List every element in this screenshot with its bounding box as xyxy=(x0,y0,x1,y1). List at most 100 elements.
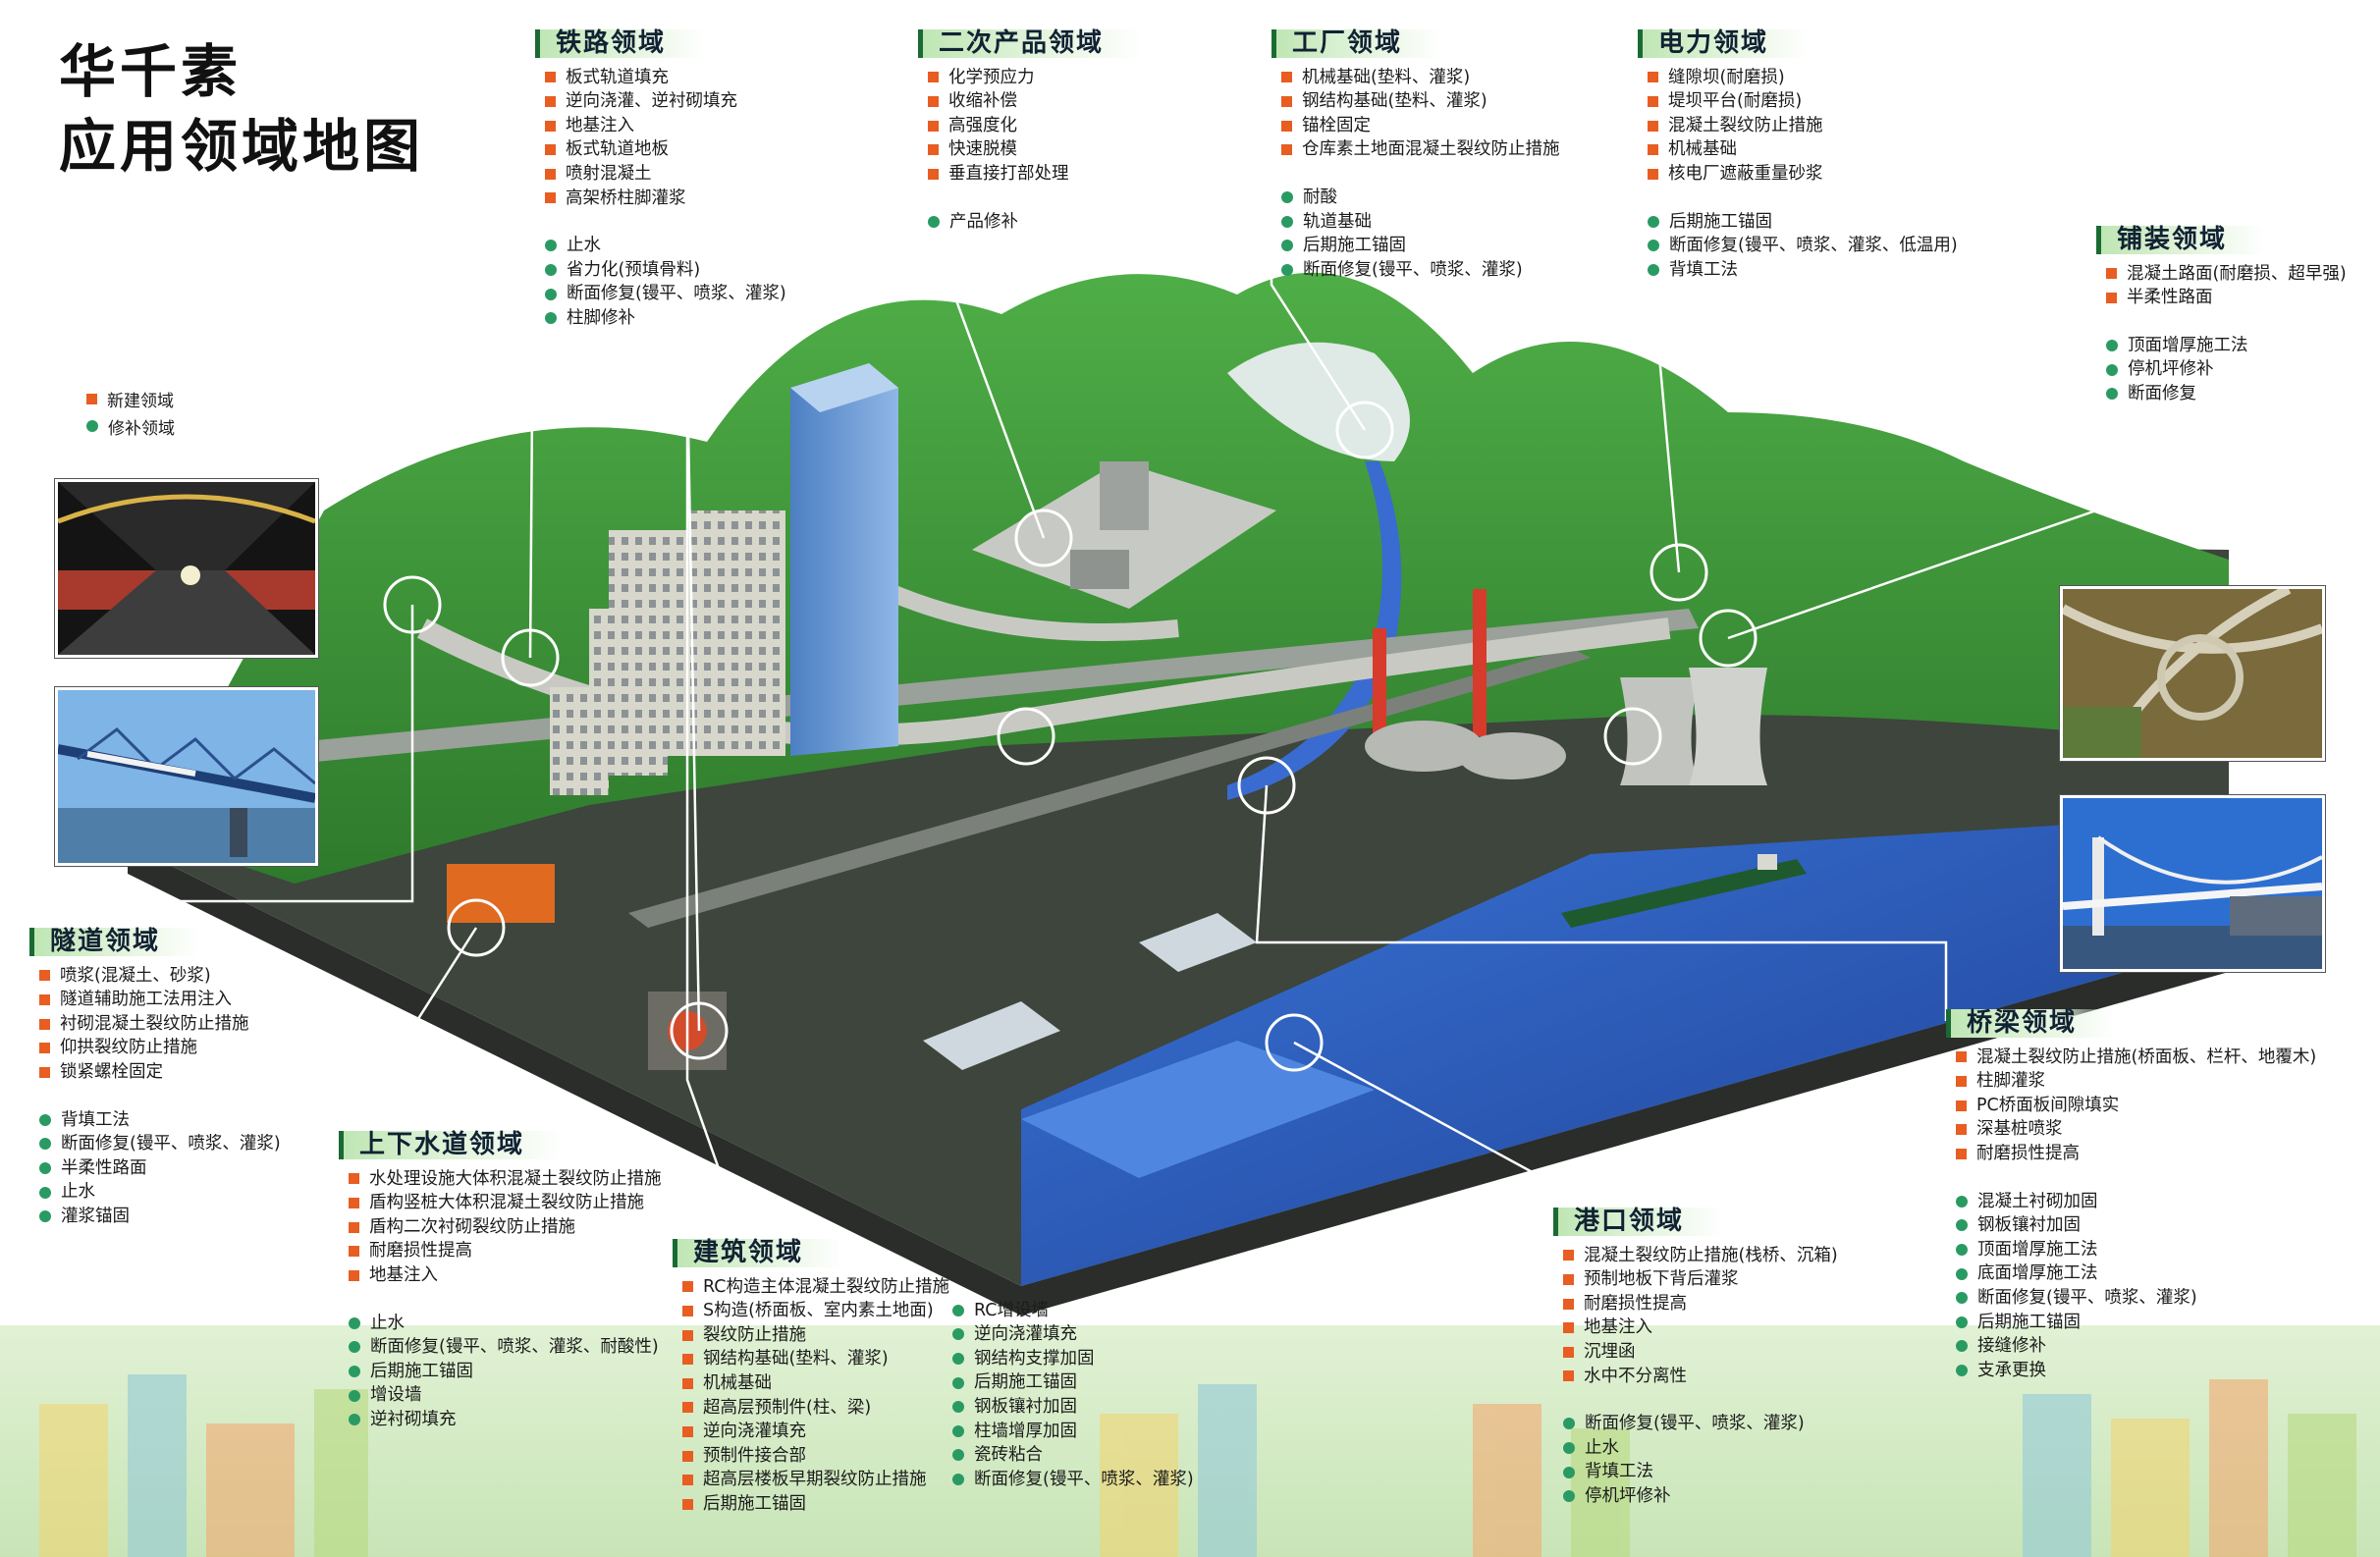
new-square-icon xyxy=(1281,95,1292,107)
list-item: 止水 xyxy=(39,1180,281,1205)
new-square-icon xyxy=(39,1018,50,1030)
new-square-icon xyxy=(545,168,556,180)
panel-title: 电力领域 xyxy=(1638,29,1809,58)
panel-title: 二次产品领域 xyxy=(918,29,1144,58)
list-item: 仓库素土地面混凝土裂纹防止措施 xyxy=(1281,137,1560,162)
list-item: 水中不分离性 xyxy=(1563,1365,1838,1389)
legend-new-label: 新建领域 xyxy=(107,391,174,411)
interchange-photo xyxy=(2060,586,2325,761)
list-item: 后期施工锚固 xyxy=(1956,1311,2316,1335)
list-item-label: 堤坝平台(耐磨损) xyxy=(1668,91,1803,112)
list-item-label: 钢板镶衬加固 xyxy=(974,1396,1077,1417)
list-item-label: 断面修复(镘平、喷浆、灌浆) xyxy=(1303,259,1523,280)
list-item-label: 柱墙增厚加固 xyxy=(974,1421,1077,1441)
new-square-icon xyxy=(928,168,939,180)
list-item-label: 止水 xyxy=(567,236,601,256)
repair-dot-icon xyxy=(928,215,940,228)
list-item-label: 板式轨道填充 xyxy=(566,67,669,87)
new-list: 机械基础(垫料、灌浆)钢结构基础(垫料、灌浆)锚栓固定仓库素土地面混凝土裂纹防止… xyxy=(1271,66,1560,162)
list-item: 快速脱模 xyxy=(928,137,1143,162)
repair-dot-icon xyxy=(349,1389,360,1402)
repair-list: 耐酸轨道基础后期施工锚固断面修复(镘平、喷浆、灌浆) xyxy=(1271,186,1560,282)
list-item-label: 喷浆(混凝土、砂浆) xyxy=(60,965,211,986)
list-item: 柱脚灌浆 xyxy=(1956,1069,2316,1094)
new-square-icon xyxy=(1648,144,1658,156)
list-item: 沉埋函 xyxy=(1563,1340,1838,1365)
list-item-label: 水中不分离性 xyxy=(1584,1366,1687,1386)
list-item-label: 半柔性路面 xyxy=(61,1157,147,1178)
list-item-label: 停机坪修补 xyxy=(1585,1485,1671,1506)
list-item-label: 柱脚修补 xyxy=(567,307,635,328)
list-item: 水处理设施大体积混凝土裂纹防止措施 xyxy=(349,1167,662,1192)
new-square-icon xyxy=(682,1498,693,1510)
tunnel-photo xyxy=(55,479,318,658)
list-item: 盾构二次衬砌裂纹防止措施 xyxy=(349,1215,662,1240)
list-item-label: 水处理设施大体积混凝土裂纹防止措施 xyxy=(369,1168,662,1189)
list-item-label: 停机坪修补 xyxy=(2128,359,2214,380)
list-item: 高强度化 xyxy=(928,114,1143,138)
list-item: 耐磨损性提高 xyxy=(1563,1292,1838,1316)
new-square-icon xyxy=(682,1450,693,1462)
list-item: 断面修复 xyxy=(2106,382,2347,406)
repair-dot-icon xyxy=(952,1376,964,1389)
sea xyxy=(1021,815,2229,1286)
list-item-label: 板式轨道地板 xyxy=(566,139,669,160)
repair-dot-icon xyxy=(39,1186,51,1199)
repair-dot-icon xyxy=(1956,1315,1968,1328)
repair-dot-icon xyxy=(349,1414,360,1426)
repair-dot-icon xyxy=(1281,215,1293,228)
list-item: 耐磨损性提高 xyxy=(1956,1142,2316,1166)
new-square-icon xyxy=(39,970,50,982)
new-square-icon xyxy=(1648,168,1658,180)
list-item: 逆向浇灌填充 xyxy=(682,1420,943,1444)
repair-dot-icon xyxy=(1281,191,1293,204)
list-item-label: 地基注入 xyxy=(369,1264,438,1285)
list-item: 底面增厚施工法 xyxy=(1956,1262,2316,1286)
list-item: 断面修复(镘平、喷浆、灌浆) xyxy=(1956,1286,2316,1311)
legend: 新建领域 修补领域 xyxy=(86,385,175,440)
new-square-icon xyxy=(545,120,556,132)
list-item-label: 锁紧螺栓固定 xyxy=(60,1061,163,1082)
list-item-label: RC构造主体混凝土裂纹防止措施 xyxy=(703,1276,950,1297)
list-item: 锚栓固定 xyxy=(1281,114,1560,138)
repair-dot-icon xyxy=(1956,1219,1968,1232)
list-item: 预制地板下背后灌浆 xyxy=(1563,1267,1838,1292)
new-square-icon xyxy=(1563,1346,1574,1358)
list-item-label: 止水 xyxy=(1585,1437,1619,1458)
list-item-label: 沉埋函 xyxy=(1584,1341,1636,1362)
list-item-label: 高强度化 xyxy=(948,115,1017,135)
list-item: 喷浆(混凝土、砂浆) xyxy=(39,964,281,989)
list-item: 核电厂遮蔽重量砂浆 xyxy=(1648,162,1958,187)
list-item-label: 半柔性路面 xyxy=(2127,288,2213,308)
list-item-label: 超高层楼板早期裂纹防止措施 xyxy=(703,1470,927,1490)
list-item-label: 耐磨损性提高 xyxy=(1584,1293,1687,1314)
list-item: 化学预应力 xyxy=(928,66,1143,90)
list-item-label: 断面修复(镘平、喷浆、灌浆) xyxy=(567,284,786,304)
repair-dot-icon xyxy=(1563,1466,1575,1478)
repair-dot-icon xyxy=(545,264,557,277)
list-item: 接缝修补 xyxy=(1956,1334,2316,1359)
repair-dot-icon xyxy=(952,1304,964,1316)
new-list: 喷浆(混凝土、砂浆)隧道辅助施工法用注入衬砌混凝土裂纹防止措施仰拱裂纹防止措施锁… xyxy=(29,964,281,1085)
repair-list: 断面修复(镘平、喷浆、灌浆)止水背填工法停机坪修补 xyxy=(1553,1412,1838,1508)
repair-dot-icon xyxy=(1956,1267,1968,1280)
list-item-label: 耐酸 xyxy=(1303,187,1337,207)
cargo-ship xyxy=(1561,859,1807,928)
list-item: 轨道基础 xyxy=(1281,210,1560,235)
list-item-label: 预制件接合部 xyxy=(703,1445,806,1466)
list-item-label: 耐磨损性提高 xyxy=(1976,1143,2080,1163)
new-square-icon xyxy=(1956,1148,1967,1159)
list-item-label: 混凝土衬砌加固 xyxy=(1977,1191,2098,1211)
repair-dot-icon xyxy=(1563,1442,1575,1455)
list-item: 钢板镶衬加固 xyxy=(952,1395,1194,1420)
repair-dot-icon xyxy=(39,1162,51,1175)
repair-dot-icon xyxy=(952,1424,964,1437)
repair-dot-icon xyxy=(2106,388,2118,401)
list-item-label: 超高层预制件(柱、梁) xyxy=(703,1397,872,1418)
list-item-label: 止水 xyxy=(370,1313,405,1333)
list-item-label: 机械基础(垫料、灌浆) xyxy=(1302,67,1471,87)
new-square-icon xyxy=(39,1043,50,1054)
list-item-label: 机械基础 xyxy=(703,1372,772,1393)
list-item-label: 逆衬砌填充 xyxy=(370,1409,457,1429)
list-item-label: 混凝土裂纹防止措施(栈桥、沉箱) xyxy=(1584,1245,1838,1265)
